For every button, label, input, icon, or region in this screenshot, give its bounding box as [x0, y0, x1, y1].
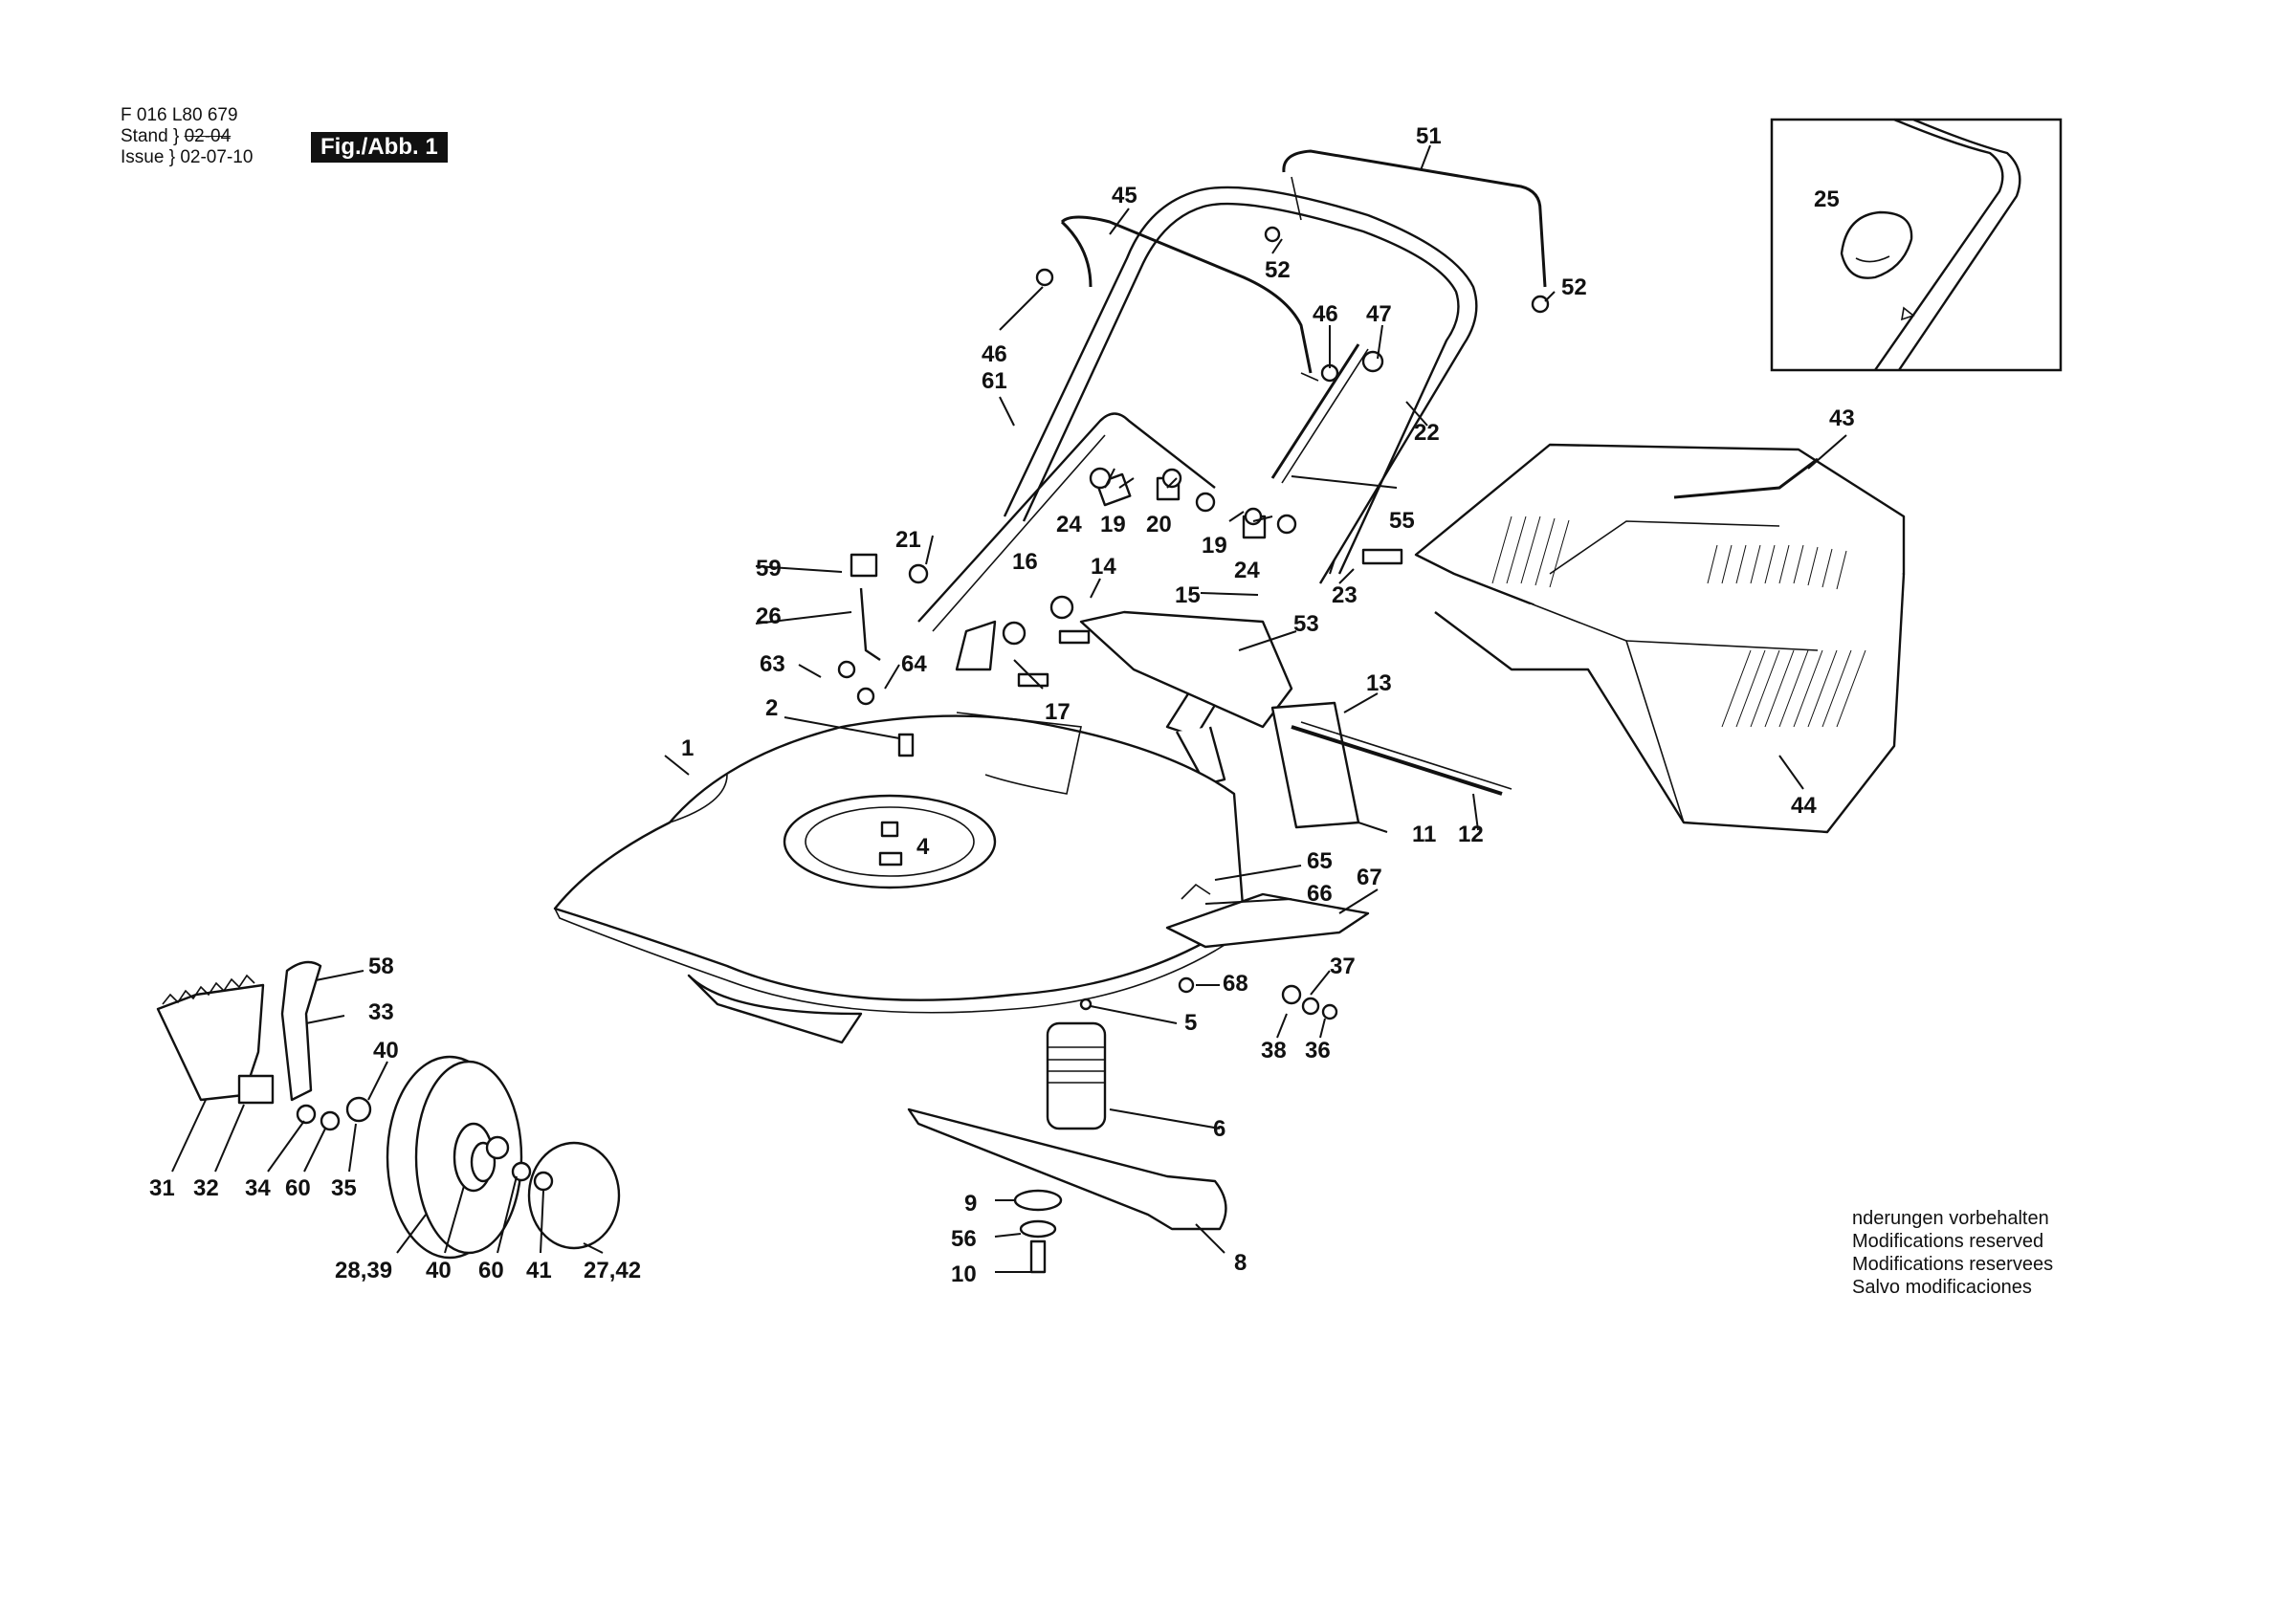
- callout-44: 44: [1791, 793, 1817, 819]
- part-25-cap: [1840, 210, 1913, 279]
- callout-32: 32: [193, 1175, 219, 1201]
- callout-9: 9: [964, 1191, 977, 1217]
- callout-60a: 60: [285, 1175, 311, 1201]
- callout-35: 35: [331, 1175, 357, 1201]
- callout-13: 13: [1366, 670, 1392, 696]
- modifications-notice: nderungen vorbehalten Modifications rese…: [1852, 1207, 2053, 1299]
- callout-6: 6: [1213, 1116, 1225, 1142]
- callout-67: 67: [1357, 865, 1382, 890]
- rear-flap: [1270, 701, 1512, 829]
- callout-58: 58: [368, 954, 394, 979]
- callout-10: 10: [951, 1261, 977, 1287]
- callout-8: 8: [1234, 1250, 1247, 1276]
- callout-5: 5: [1184, 1010, 1197, 1036]
- brace-icon: }: [172, 126, 180, 146]
- callout-1: 1: [681, 735, 694, 761]
- callout-46a: 46: [1313, 301, 1338, 327]
- figure-badge: Fig./Abb. 1: [311, 132, 448, 163]
- blade-assembly: [907, 984, 1338, 1274]
- callout-34: 34: [245, 1175, 271, 1201]
- callout-21: 21: [895, 527, 921, 553]
- callout-41: 41: [526, 1258, 552, 1283]
- callout-40a: 40: [373, 1038, 399, 1064]
- callout-19b: 19: [1202, 533, 1227, 559]
- callout-55: 55: [1389, 508, 1415, 534]
- callout-65: 65: [1307, 848, 1333, 874]
- inset-detail: [1770, 118, 2063, 372]
- notice-line-fr: Modifications reservees: [1852, 1254, 2054, 1275]
- callout-66: 66: [1307, 881, 1333, 907]
- callout-59: 59: [756, 556, 782, 581]
- notice-line-de: nderungen vorbehalten: [1852, 1208, 2049, 1229]
- callout-56: 56: [951, 1226, 977, 1252]
- callout-11: 11: [1412, 822, 1436, 847]
- callout-14: 14: [1091, 554, 1116, 580]
- callout-63: 63: [760, 651, 785, 677]
- lower-handle: [917, 412, 1293, 786]
- notice-line-es: Salvo modificaciones: [1852, 1277, 2032, 1298]
- issue-date: 02-07-10: [180, 147, 254, 167]
- callout-53: 53: [1293, 611, 1319, 637]
- callout-37: 37: [1330, 954, 1356, 979]
- stand-label: Stand: [121, 126, 168, 146]
- callout-26: 26: [756, 603, 782, 629]
- callout-64: 64: [901, 651, 927, 677]
- callout-51: 51: [1416, 123, 1442, 149]
- deflector-plate: [1165, 883, 1370, 994]
- callout-28-39: 28,39: [335, 1258, 392, 1283]
- grille-hatching: [1491, 515, 1866, 728]
- notice-line-en: Modifications reserved: [1852, 1231, 2044, 1252]
- callout-4: 4: [916, 834, 930, 860]
- callout-38: 38: [1261, 1038, 1287, 1064]
- callout-27-42: 27,42: [584, 1258, 641, 1283]
- callout-47: 47: [1366, 301, 1392, 327]
- callout-12: 12: [1458, 822, 1484, 847]
- callout-19a: 19: [1100, 512, 1126, 537]
- callout-25: 25: [1814, 186, 1840, 212]
- callout-23: 23: [1332, 582, 1358, 608]
- callout-24b: 24: [1234, 558, 1260, 583]
- callout-45: 45: [1112, 183, 1137, 208]
- callout-2: 2: [765, 695, 778, 721]
- callout-52b: 52: [1561, 274, 1587, 300]
- callout-68: 68: [1223, 971, 1248, 997]
- wheel-assembly: [156, 960, 621, 1260]
- mower-deck: [553, 712, 1246, 1044]
- callout-labels: 51 45 52 52 46 47 46 61 22 25 43 24 19 2…: [149, 123, 1855, 1287]
- callout-22: 22: [1414, 420, 1440, 446]
- doc-number: F 016 L80 679: [121, 105, 238, 125]
- callout-17: 17: [1045, 699, 1071, 725]
- stand-date: 02-04: [184, 126, 232, 146]
- callout-61: 61: [982, 368, 1007, 394]
- brace-icon: }: [168, 147, 176, 167]
- grass-catcher: [1414, 443, 1906, 834]
- callout-46b: 46: [982, 341, 1007, 367]
- callout-33: 33: [368, 999, 394, 1025]
- document-header: F 016 L80 679 Stand } 02-04 Issue } 02-0…: [121, 105, 253, 168]
- leader-lines: [171, 144, 1847, 1273]
- callout-24a: 24: [1056, 512, 1082, 537]
- issue-row: Issue } 02-07-10: [121, 147, 253, 168]
- callout-36: 36: [1305, 1038, 1331, 1064]
- callout-31: 31: [149, 1175, 175, 1201]
- part-27-hubcap: [527, 1141, 621, 1250]
- callout-52a: 52: [1265, 257, 1291, 283]
- callout-60b: 60: [478, 1258, 504, 1283]
- callout-15: 15: [1175, 582, 1201, 608]
- callout-16: 16: [1012, 549, 1038, 575]
- issue-label: Issue: [121, 147, 165, 167]
- stand-row: Stand } 02-04: [121, 126, 253, 147]
- callout-20: 20: [1146, 512, 1172, 537]
- upper-handle: [1003, 149, 1547, 584]
- callout-43: 43: [1829, 406, 1855, 431]
- callout-40b: 40: [426, 1258, 452, 1283]
